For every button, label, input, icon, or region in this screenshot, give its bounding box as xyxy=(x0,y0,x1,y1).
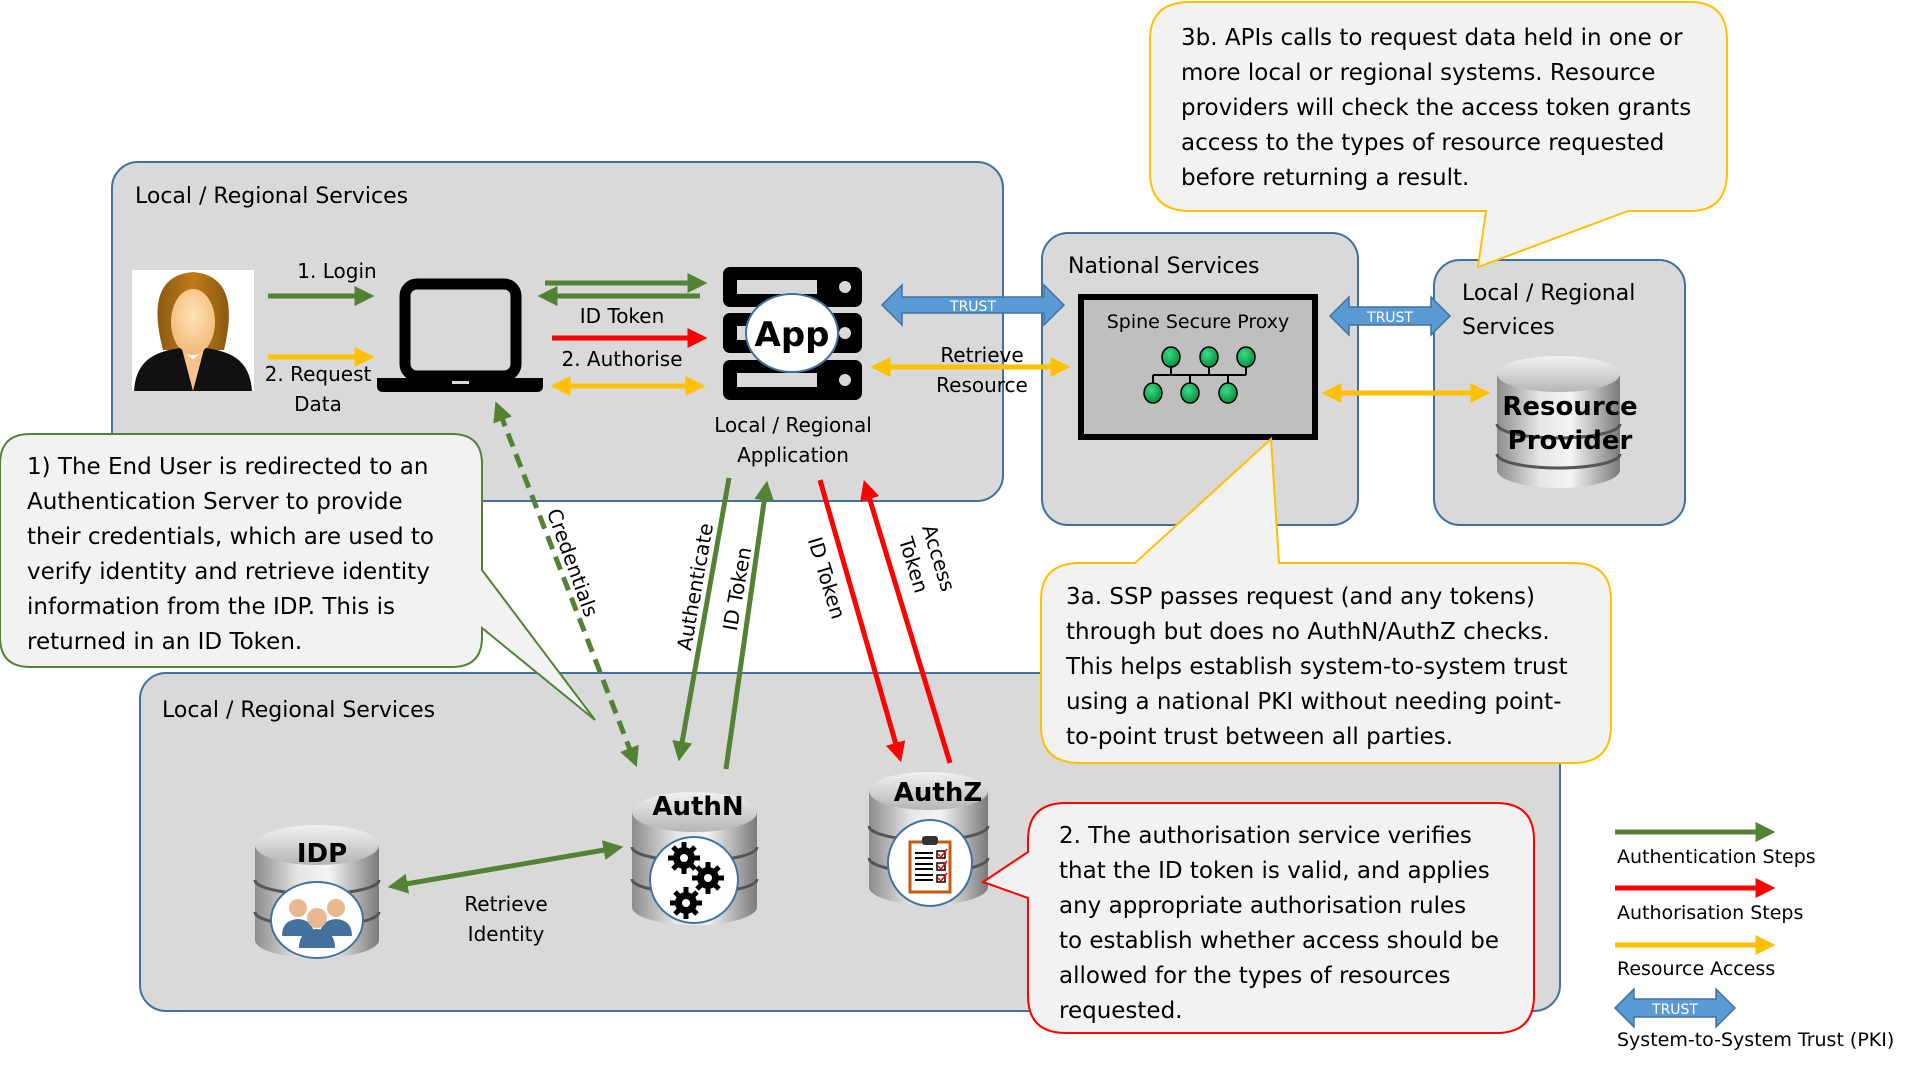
region-bottom-local-label: Local / Regional Services xyxy=(162,698,435,723)
callout-line: providers will check the access token gr… xyxy=(1181,95,1691,121)
legend: Authentication Steps Authorisation Steps… xyxy=(1613,822,1894,1051)
callout-line: to-point trust between all parties. xyxy=(1066,724,1453,750)
retrieve-resource-label-1: Retrieve xyxy=(940,343,1023,367)
app-badge xyxy=(745,293,839,373)
authorise-label: 2. Authorise xyxy=(561,347,682,371)
callout-step2: 2. The authorisation service verifies tha… xyxy=(980,802,1535,1034)
request-label-2: Data xyxy=(294,392,342,416)
region-national-label: National Services xyxy=(1068,254,1259,279)
callout-line: using a national PKI without needing poi… xyxy=(1066,689,1562,715)
callout-line: before returning a result. xyxy=(1181,165,1469,191)
callout-line: returned in an ID Token. xyxy=(27,629,302,655)
region-right-local-label-1: Local / Regional xyxy=(1462,281,1635,306)
app-badge-label: App xyxy=(755,315,830,355)
app-caption-1: Local / Regional xyxy=(714,413,872,437)
resource-provider-db: Resource Provider xyxy=(1495,356,1638,488)
legend-resource-label: Resource Access xyxy=(1617,958,1775,980)
app-server-icon: App xyxy=(723,267,862,400)
login-label: 1. Login xyxy=(297,259,376,283)
callout-step3b-text: 3b. APIs calls to request data held in o… xyxy=(1181,25,1691,191)
callout-line: their credentials, which are used to xyxy=(27,524,434,550)
access-token-arrow xyxy=(860,479,953,764)
trust-label-1: TRUST xyxy=(949,299,996,315)
callout-step3b: 3b. APIs calls to request data held in o… xyxy=(1149,1,1728,269)
callout-step3a-text: 3a. SSP passes request (and any tokens) t… xyxy=(1065,584,1568,750)
callout-line: through but does no AuthN/AuthZ checks. xyxy=(1066,619,1550,645)
legend-trust-badge: TRUST xyxy=(1651,1002,1698,1018)
legend-authorisation-label: Authorisation Steps xyxy=(1617,902,1803,924)
retrieve-identity-label-2: Identity xyxy=(468,922,545,946)
region-top-local: Local / Regional Services xyxy=(111,161,1004,502)
authz-db: AuthZ xyxy=(867,772,990,907)
authz-id-token-label: ID Token xyxy=(803,534,851,622)
trust-label-2: TRUST xyxy=(1366,310,1413,326)
end-user-avatar xyxy=(132,270,254,391)
callout-line: 3a. SSP passes request (and any tokens) xyxy=(1066,584,1535,610)
retrieve-identity-arrow xyxy=(387,840,624,894)
retrieve-resource-label-2: Resource xyxy=(936,373,1028,397)
laptop-icon xyxy=(377,278,543,392)
trust-arrow-app-ssp: TRUST xyxy=(880,283,1066,327)
resource-provider-label-2: Provider xyxy=(1508,426,1633,456)
id-token-label: ID Token xyxy=(580,304,665,328)
spine-secure-proxy: Spine Secure Proxy xyxy=(1078,294,1318,440)
callout-line: that the ID token is valid, and applies xyxy=(1059,858,1490,884)
callout-line: Authentication Server to provide xyxy=(27,489,403,515)
authn-db: AuthN xyxy=(630,792,759,925)
callout-line: more local or regional systems. Resource xyxy=(1181,60,1655,86)
authn-id-token-arrow xyxy=(723,480,775,770)
callout-step1: 1) The End User is redirected to an Authe… xyxy=(0,433,596,721)
idp-label: IDP xyxy=(297,839,347,869)
request-label-1: 2. Request xyxy=(265,362,372,386)
trust-arrow-ssp-resource: TRUST xyxy=(1328,295,1452,337)
callout-line: to establish whether access should be xyxy=(1059,928,1499,954)
authz-label: AuthZ xyxy=(894,778,982,808)
legend-trust-label: System-to-System Trust (PKI) xyxy=(1617,1029,1894,1051)
checklist-icon xyxy=(908,836,952,894)
credentials-arrow xyxy=(493,401,639,767)
users-icon xyxy=(282,899,352,948)
callout-line: 1) The End User is redirected to an xyxy=(27,454,428,480)
legend-trust-arrow xyxy=(1613,987,1737,1029)
callout-line: allowed for the types of resources xyxy=(1059,963,1450,989)
callout-line: access to the types of resource requeste… xyxy=(1181,130,1664,156)
authz-id-token-arrow xyxy=(817,479,906,763)
callout-step3a: 3a. SSP passes request (and any tokens) t… xyxy=(1040,436,1612,764)
app-caption-2: Application xyxy=(737,443,849,467)
callout-line: This helps establish system-to-system tr… xyxy=(1065,654,1568,680)
idp-db: IDP xyxy=(253,825,381,959)
region-right-local-label-2: Services xyxy=(1462,315,1555,340)
ssp-label: Spine Secure Proxy xyxy=(1107,311,1290,333)
callout-line: verify identity and retrieve identity xyxy=(27,559,430,585)
authn-label: AuthN xyxy=(652,792,743,822)
callout-line: information from the IDP. This is xyxy=(27,594,395,620)
authenticate-arrow xyxy=(672,477,732,762)
gears-icon xyxy=(668,842,724,919)
legend-authentication-label: Authentication Steps xyxy=(1617,846,1816,868)
callout-line: 2. The authorisation service verifies xyxy=(1059,823,1472,849)
callout-line: any appropriate authorisation rules xyxy=(1059,893,1466,919)
callout-step2-text: 2. The authorisation service verifies tha… xyxy=(1059,823,1499,1024)
callout-line: requested. xyxy=(1059,998,1183,1024)
resource-provider-label-1: Resource xyxy=(1502,392,1637,422)
retrieve-identity-label-1: Retrieve xyxy=(464,892,547,916)
callout-line: 3b. APIs calls to request data held in o… xyxy=(1181,25,1683,51)
region-top-local-label: Local / Regional Services xyxy=(135,184,408,209)
callout-step1-text: 1) The End User is redirected to an Authe… xyxy=(27,454,434,655)
